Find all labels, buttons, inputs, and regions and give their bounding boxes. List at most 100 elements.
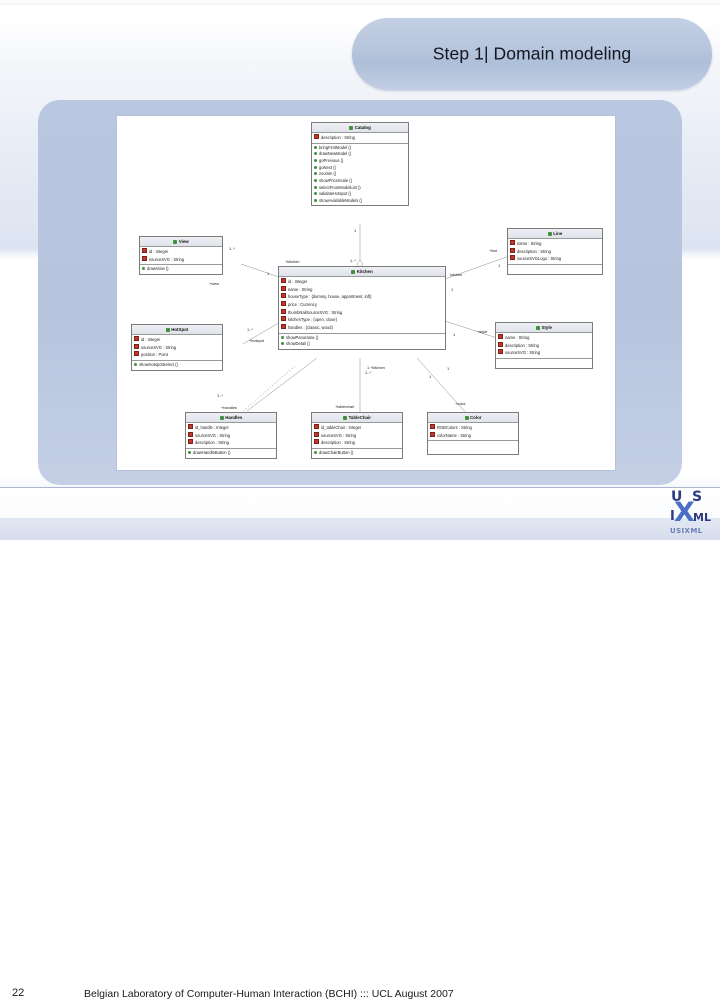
class-icon	[343, 415, 348, 420]
class-color[interactable]: Color RGBColors : String colorName : Str…	[427, 412, 519, 456]
title-pill: Step 1| Domain modeling	[352, 18, 712, 90]
class-icon	[219, 415, 224, 420]
logo-s: S	[692, 489, 703, 505]
assoc-label: +handles	[221, 405, 237, 410]
attributes-section: id : Integer sourceSVG : String position…	[132, 335, 222, 360]
class-hotspot[interactable]: HotSpot id : Integer sourceSVG : String …	[131, 324, 223, 371]
class-kitchen[interactable]: Kitchen id : Integer name : String house…	[278, 266, 446, 350]
assoc-label: 1..*	[350, 258, 356, 263]
assoc-label: +style	[477, 329, 488, 334]
operation-row: goNext ()	[314, 165, 407, 172]
attribute-row: name : String	[510, 240, 601, 248]
assoc-label: +line	[489, 248, 498, 253]
operation-row: showPanorama ()	[281, 335, 444, 342]
logo-ml: ML	[693, 511, 711, 524]
attribute-row: sourceSVG : String	[134, 343, 221, 352]
class-style[interactable]: Style name : String description : String…	[495, 322, 593, 369]
logo-i: I	[670, 509, 675, 524]
usixml-logo-icon: U S X I ML USIXML	[668, 489, 714, 537]
attribute-row: id : Integer	[281, 278, 444, 286]
operation-row: selectFromModelList ()	[314, 185, 407, 192]
attribute-row: kitchenType : {open, close}	[281, 316, 444, 324]
class-header: Style	[496, 323, 592, 334]
attribute-row: name : String	[498, 334, 591, 342]
class-handles[interactable]: Handles id_handle : Integer sourceSVG : …	[185, 412, 277, 459]
operations-section: drawChairButton ()	[312, 448, 402, 458]
attributes-section: name : String description : String sourc…	[508, 239, 602, 264]
class-tablechair[interactable]: TableChair id_tableChair : Integer sourc…	[311, 412, 403, 459]
attribute-row: id_handle : Integer	[188, 424, 275, 432]
class-icon	[349, 125, 354, 130]
operation-row: showHotspotSelect ()	[134, 362, 221, 369]
class-header: Catalog	[312, 123, 408, 134]
operation-row: drawView ()	[142, 266, 221, 273]
attribute-row: sourceSVGLogo : String	[510, 255, 601, 263]
class-header: Color	[428, 413, 518, 424]
class-header: View	[140, 237, 222, 248]
operations-section: drawHandleButton ()	[186, 448, 276, 458]
attribute-row: sourceSVG : String	[314, 431, 401, 440]
logo-u: U	[671, 489, 683, 505]
footer: 22 Belgian Laboratory of Computer-Human …	[0, 488, 720, 1000]
assoc-label: +hotspot	[249, 338, 265, 343]
operation-row: showAvailableModels ()	[314, 198, 407, 205]
assoc-label: 1..*	[247, 327, 253, 332]
assoc-label: +tablechair	[335, 404, 355, 409]
class-icon	[351, 269, 356, 274]
assoc-label: 1..*	[217, 393, 223, 398]
footer-divider	[0, 487, 720, 488]
attribute-row: description : String	[188, 439, 275, 447]
assoc-label: 1..*	[229, 246, 235, 251]
uml-class-diagram: Catalog description : String bringFirstM…	[116, 115, 616, 471]
operation-row: drawNewModel ()	[314, 151, 407, 158]
operations-section: drawView ()	[140, 264, 222, 274]
operations-section	[496, 358, 592, 368]
attribute-row: RGBColors : String	[430, 424, 517, 432]
assoc-label: 1	[453, 332, 456, 337]
class-icon	[536, 325, 540, 330]
operations-section	[508, 264, 602, 274]
class-view[interactable]: View id : Integer sourceSVG : String dra…	[139, 236, 223, 275]
assoc-label: 1	[447, 366, 450, 371]
attribute-row: id : Integer	[142, 248, 221, 256]
assoc-label: 1	[429, 374, 432, 379]
page-number: 22	[12, 987, 25, 999]
assoc-label: 1..*	[365, 370, 371, 375]
attribute-row: thumbNailSourceSVG : String	[281, 308, 444, 317]
class-header: Handles	[186, 413, 276, 424]
class-icon	[165, 327, 170, 332]
footer-text: Belgian Laboratory of Computer-Human Int…	[84, 988, 454, 1000]
class-catalog[interactable]: Catalog description : String bringFirstM…	[311, 122, 409, 207]
operations-section: showPanorama () showDetail ()	[279, 332, 445, 349]
attributes-section: description : String	[312, 133, 408, 143]
class-header: Kitchen	[279, 267, 445, 278]
attribute-row: houseType : {dummy, house, appartment, l…	[281, 293, 444, 301]
attribute-row: position : Point	[134, 351, 221, 359]
attributes-section: name : String description : String sourc…	[496, 333, 592, 358]
assoc-label: +color	[455, 401, 466, 406]
attribute-row: sourceSVG : String	[498, 349, 591, 357]
operation-row: drawChairButton ()	[314, 450, 401, 457]
attributes-section: id : Integer sourceSVG : String	[140, 247, 222, 264]
attribute-row: description : String	[314, 134, 407, 142]
assoc-label: 1	[498, 263, 501, 268]
assoc-label: +kitchen	[285, 259, 300, 264]
class-icon	[547, 231, 552, 236]
assoc-label: 1 +kitchen	[367, 365, 385, 370]
attribute-row: sourceSVG : String	[142, 255, 221, 264]
assoc-label: 1	[267, 271, 270, 276]
operation-row: bringFirstModel ()	[314, 145, 407, 152]
operations-section	[428, 440, 518, 454]
class-icon	[464, 415, 469, 420]
class-line[interactable]: Line name : String description : String …	[507, 228, 603, 275]
attribute-row: description : String	[510, 247, 601, 256]
operation-row: showDetail ()	[281, 341, 444, 348]
assoc-label: kitchen	[450, 272, 463, 277]
operation-row: showPriceScale ()	[314, 178, 407, 185]
top-band	[0, 0, 720, 5]
operation-row: zoomIn ()	[314, 171, 407, 178]
operation-row: validateHotspot ()	[314, 191, 407, 198]
attributes-section: id_tableChair : Integer sourceSVG : Stri…	[312, 423, 402, 448]
attributes-section: id : Integer name : String houseType : {…	[279, 277, 445, 332]
